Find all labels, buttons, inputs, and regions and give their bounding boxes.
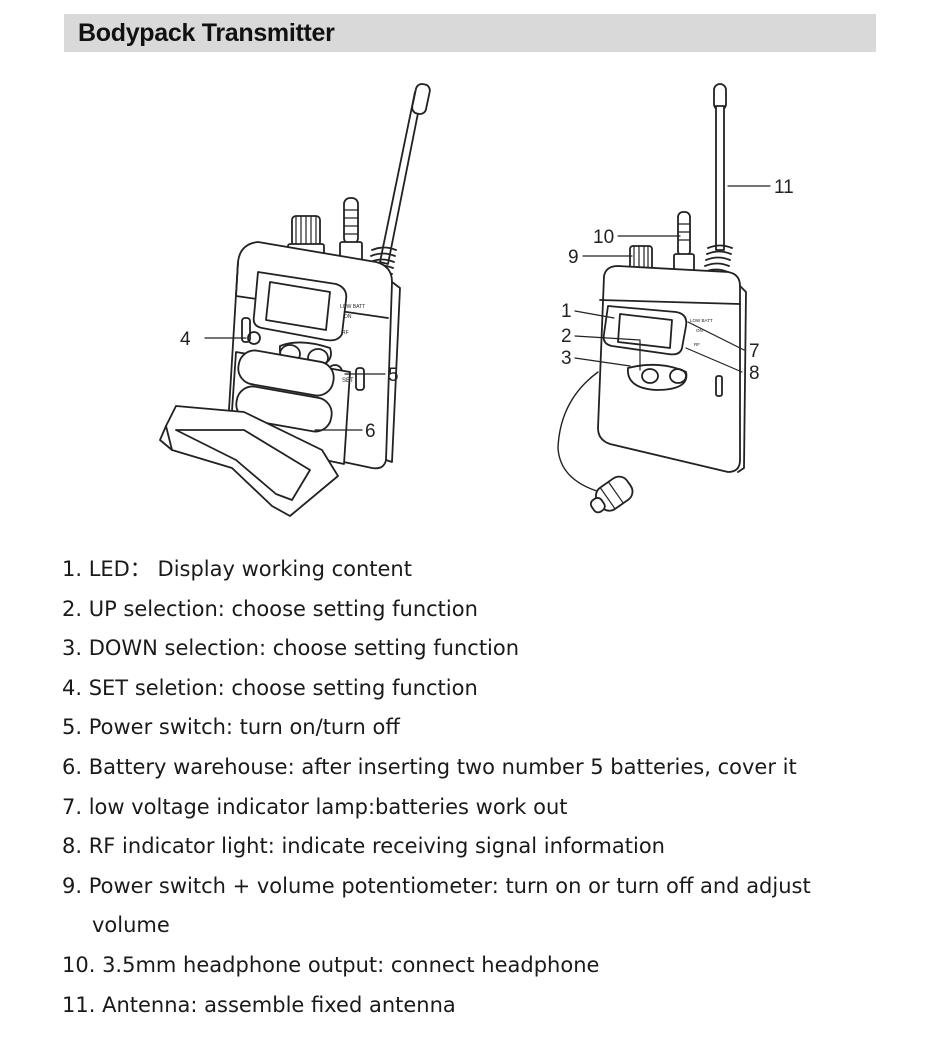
list-item: 7. low voltage indicator lamp:batteries … — [62, 788, 882, 828]
list-item: 9. Power switch + volume potentiometer: … — [62, 867, 882, 946]
callout-3: 3 — [561, 348, 572, 369]
list-item: 4. SET seletion: choose setting function — [62, 669, 882, 709]
list-item: 1. LED： Display working content — [62, 550, 882, 590]
rf-label: RF — [342, 330, 349, 336]
list-item: 5. Power switch: turn on/turn off — [62, 708, 882, 748]
on-label-right: ON — [696, 328, 703, 333]
list-item-text: 3. DOWN selection: choose setting functi… — [62, 636, 520, 661]
low-batt-label: LOW BATT — [340, 304, 365, 310]
list-item-text: 1. LED： Display working content — [62, 557, 412, 581]
list-item-text: 2. UP selection: choose setting function — [62, 596, 478, 621]
left-transmitter-drawing: LOW BATT ON RF SET — [159, 83, 431, 517]
feature-list: 1. LED： Display working content 2. UP se… — [62, 550, 882, 1025]
list-item: 3. DOWN selection: choose setting functi… — [62, 629, 882, 669]
callout-1: 1 — [561, 301, 572, 322]
list-item-text: 8. RF indicator light: indicate receivin… — [62, 834, 665, 859]
callout-9: 9 — [568, 247, 579, 268]
callout-6: 6 — [365, 421, 376, 442]
list-item-text: 10. 3.5mm headphone output: connect head… — [62, 952, 600, 977]
list-item: 2. UP selection: choose setting function — [62, 590, 882, 630]
right-transmitter-drawing: LOW BATT ON RF — [557, 83, 771, 514]
callout-8: 8 — [749, 363, 760, 384]
list-item-text: 6. Battery warehouse: after inserting tw… — [62, 754, 797, 779]
list-item: 8. RF indicator light: indicate receivin… — [62, 827, 882, 867]
list-item-text: 5. Power switch: turn on/turn off — [62, 715, 400, 740]
callout-10: 10 — [593, 227, 614, 248]
low-batt-label-right: LOW BATT — [690, 318, 713, 323]
callout-2: 2 — [561, 326, 572, 347]
list-item: 10. 3.5mm headphone output: connect head… — [62, 946, 882, 986]
list-item-text: 11. Antenna: assemble fixed antenna — [62, 992, 456, 1017]
list-item: 11. Antenna: assemble fixed antenna — [62, 986, 882, 1026]
list-item-continuation: volume — [92, 913, 170, 938]
list-item-text: 4. SET seletion: choose setting function — [62, 675, 478, 700]
section-header-bar: Bodypack Transmitter — [64, 14, 876, 52]
list-item: 6. Battery warehouse: after inserting tw… — [62, 748, 882, 788]
section-title: Bodypack Transmitter — [78, 19, 335, 47]
list-item-text: 9. Power switch + volume potentiometer: … — [62, 873, 811, 898]
callout-7: 7 — [749, 341, 760, 362]
set-label: SET — [342, 378, 354, 384]
list-item-text: 7. low voltage indicator lamp:batteries … — [62, 794, 568, 819]
callout-4-left: 4 — [180, 329, 191, 350]
on-label: ON — [344, 314, 352, 320]
callout-11: 11 — [774, 177, 794, 198]
device-illustration: LOW BATT ON RF SET — [159, 83, 794, 517]
callout-5: 5 — [388, 365, 399, 386]
rf-label-right: RF — [694, 342, 700, 347]
